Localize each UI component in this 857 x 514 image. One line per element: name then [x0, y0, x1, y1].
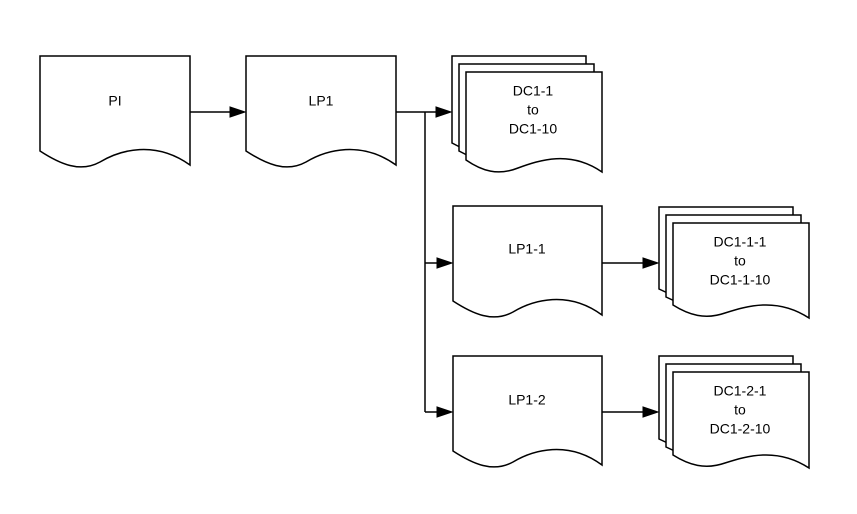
- arrowhead: [435, 106, 453, 118]
- lp1-2-label: LP1-2: [508, 392, 546, 408]
- node-lp1-2: LP1-2: [452, 355, 603, 468]
- stacked-document-front: [465, 71, 603, 174]
- stacked-document-front: [672, 371, 810, 470]
- lp1-label: LP1: [309, 93, 334, 109]
- node-lp1-1: LP1-1: [452, 205, 603, 318]
- stacked-document-front: [672, 222, 810, 320]
- dc1-2-label-line1: DC1-2-1: [714, 383, 767, 399]
- arrowhead: [436, 406, 454, 418]
- dc1-2-label-line3: DC1-2-10: [710, 421, 771, 437]
- edge-lp1-to-lp1-2: [425, 406, 454, 418]
- arrowhead: [436, 257, 454, 269]
- lp1-1-document-shape: [452, 205, 603, 318]
- lp1-document-shape: [245, 55, 397, 168]
- dc1-2-label-line2: to: [734, 402, 746, 418]
- arrowhead: [642, 406, 660, 418]
- edge-lp1-2-to-dc1-2: [602, 406, 660, 418]
- pi-document-shape: [39, 55, 191, 168]
- lp1-1-label: LP1-1: [508, 241, 546, 257]
- dc1-1-label-line3: DC1-1-10: [710, 272, 771, 288]
- node-dc1-2-stack: DC1-2-1 to DC1-2-10: [658, 355, 810, 470]
- edge-lp1-1-to-dc1-1: [602, 257, 660, 269]
- lp1-2-document-shape: [452, 355, 603, 468]
- pi-label: PI: [108, 93, 121, 109]
- dc1-label-line3: DC1-10: [509, 121, 557, 137]
- node-dc1-1-stack: DC1-1-1 to DC1-1-10: [658, 206, 810, 320]
- dc1-label-line2: to: [527, 102, 539, 118]
- node-pi: PI: [39, 55, 191, 168]
- edge-pi-to-lp1: [190, 106, 247, 118]
- arrowhead: [229, 106, 247, 118]
- dc1-label-line1: DC1-1: [513, 83, 554, 99]
- node-dc1-stack: DC1-1 to DC1-10: [451, 55, 603, 174]
- edge-lp1-to-lp1-1: [425, 257, 454, 269]
- dc1-1-label-line2: to: [734, 253, 746, 269]
- dc1-1-label-line1: DC1-1-1: [714, 234, 767, 250]
- arrowhead: [642, 257, 660, 269]
- node-lp1: LP1: [245, 55, 397, 168]
- edge-lp1-to-dc1: [396, 106, 453, 118]
